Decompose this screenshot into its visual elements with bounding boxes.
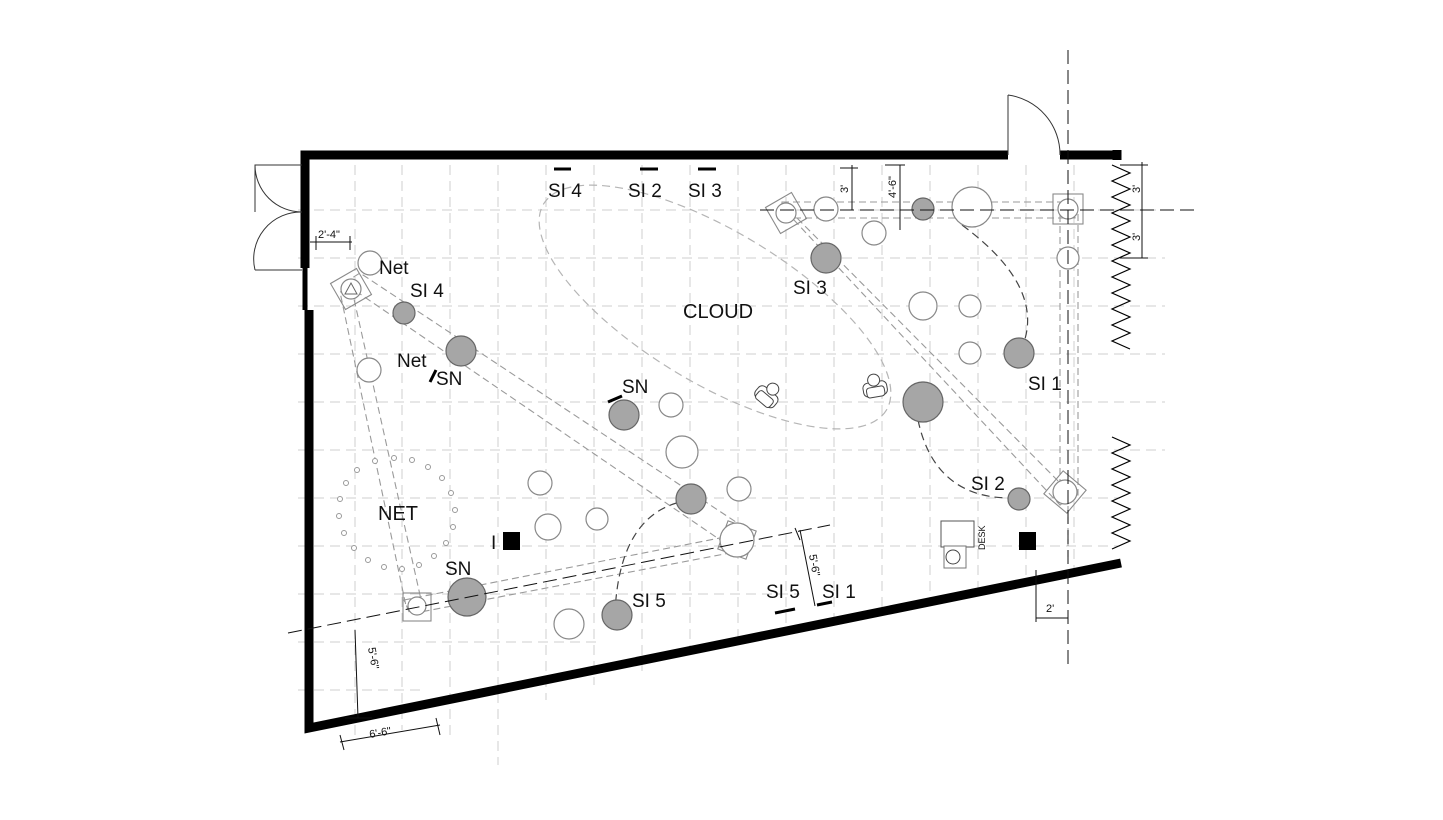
label-net-big: NET bbox=[378, 503, 418, 525]
label-sn-bottom: SN bbox=[445, 559, 471, 580]
zigzag-wall-bottom bbox=[1110, 436, 1132, 550]
desk-label: DESK bbox=[977, 525, 987, 550]
dim-3-a: 3' bbox=[839, 185, 851, 193]
person-icon-1 bbox=[754, 382, 780, 409]
label-column-mark: I bbox=[491, 533, 496, 554]
zigzag-wall-top bbox=[1110, 164, 1132, 350]
dim-4-6: 4'-6" bbox=[887, 176, 899, 198]
tracks bbox=[339, 201, 1079, 615]
label-si4-left: SI 4 bbox=[410, 281, 444, 302]
label-sn-mid-left: SN bbox=[436, 369, 462, 390]
label-si3-top: SI 3 bbox=[688, 181, 722, 202]
dim-3-c: 3' bbox=[1131, 233, 1143, 241]
filled-fixtures bbox=[392, 197, 1035, 631]
column-left bbox=[503, 532, 520, 550]
open-fixtures bbox=[356, 186, 1080, 640]
label-si3-right: SI 3 bbox=[793, 278, 827, 299]
walls bbox=[300, 150, 1122, 734]
label-net-mid: Net bbox=[397, 351, 427, 372]
label-sn-center: SN bbox=[622, 377, 648, 398]
label-si5-wall: SI 5 bbox=[766, 582, 800, 603]
dimension-lines bbox=[310, 162, 1148, 751]
dim-5-6-right: 5'-6" bbox=[806, 553, 822, 577]
label-si2-top: SI 2 bbox=[628, 181, 662, 202]
dim-2: 2' bbox=[1046, 603, 1054, 615]
desk bbox=[940, 520, 975, 569]
label-si1-wall: SI 1 bbox=[822, 582, 856, 603]
column-right bbox=[1019, 532, 1036, 550]
arcs bbox=[614, 224, 1029, 613]
label-net-top: Net bbox=[379, 258, 409, 279]
door-left bbox=[253, 164, 303, 271]
background-grid bbox=[298, 165, 1165, 765]
label-si4-top: SI 4 bbox=[548, 181, 582, 202]
net-ring bbox=[336, 455, 458, 572]
position-ticks bbox=[428, 167, 833, 615]
label-si5-center: SI 5 bbox=[632, 591, 666, 612]
label-si1-right: SI 1 bbox=[1028, 374, 1062, 395]
person-icon-2 bbox=[862, 373, 888, 399]
dim-5-6-left: 5'-6" bbox=[365, 646, 381, 670]
axis-lines bbox=[287, 50, 1195, 665]
dim-6-6: 6'-6" bbox=[368, 725, 392, 741]
label-si2-right: SI 2 bbox=[971, 474, 1005, 495]
dim-3-b: 3' bbox=[1131, 185, 1143, 193]
cloud-outline bbox=[538, 184, 892, 430]
door-right bbox=[1007, 94, 1061, 156]
dim-2-4: 2'-4" bbox=[318, 229, 340, 241]
label-cloud: CLOUD bbox=[683, 301, 753, 323]
